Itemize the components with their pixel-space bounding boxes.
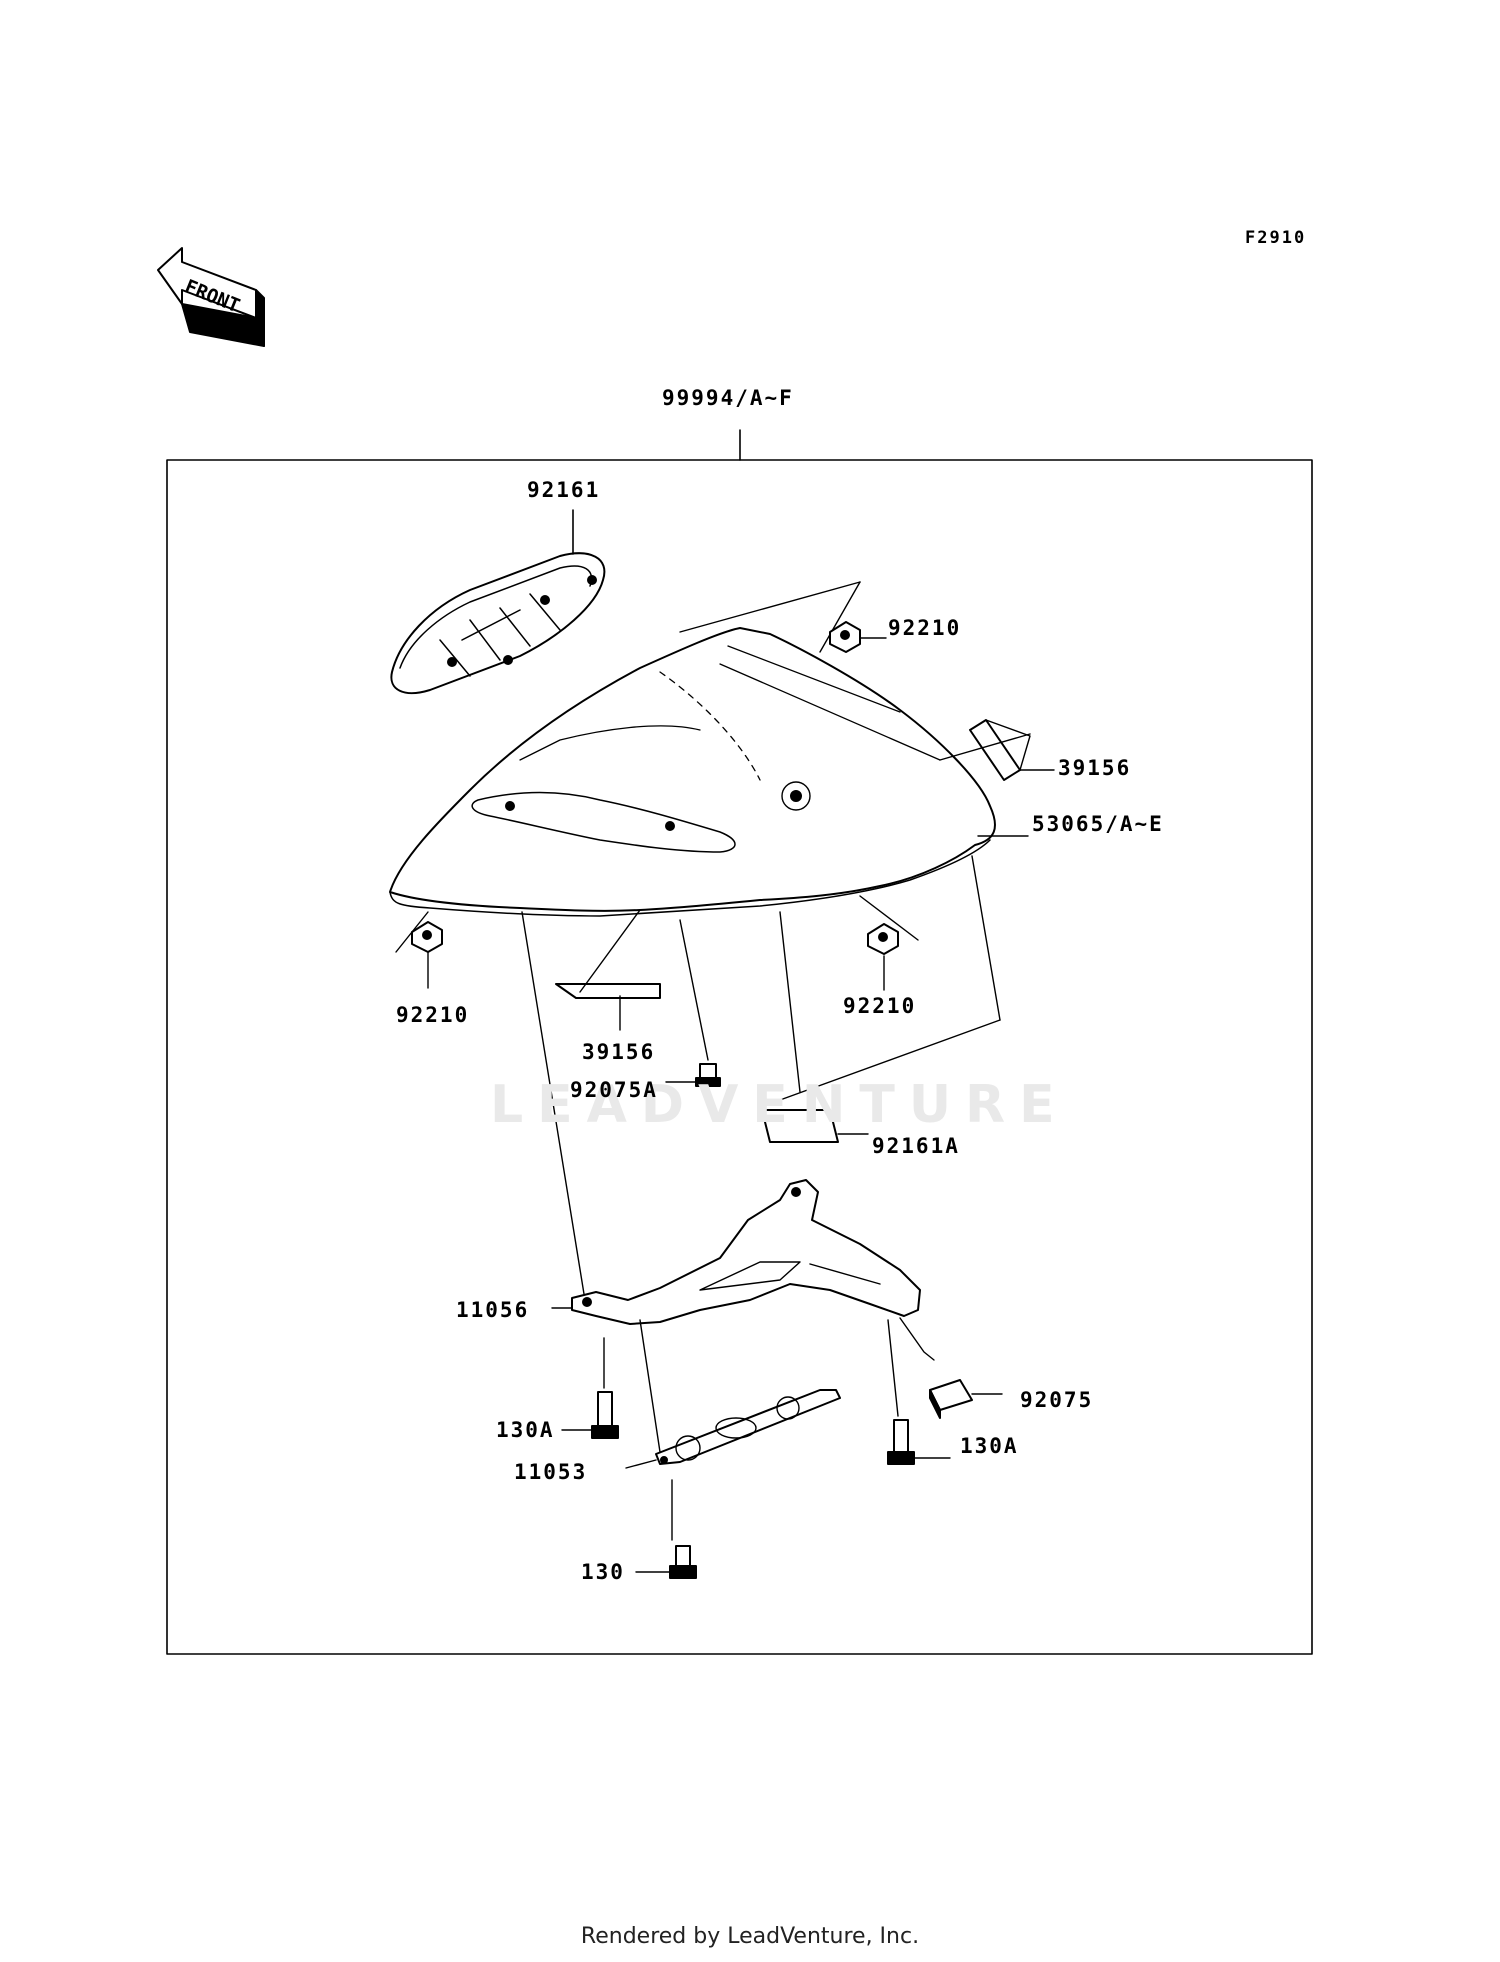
rubber-part-39156-right	[939, 719, 1055, 781]
plate-part-11053	[625, 1319, 841, 1469]
part-label-11056[interactable]: 11056	[456, 1298, 530, 1322]
bracket-part-11056	[521, 911, 935, 1361]
assembly-label: 99994/A~F	[662, 386, 794, 410]
pad-part-92161A	[761, 855, 1001, 1143]
bolt-part-130	[635, 1479, 697, 1579]
damper-part-92075	[929, 1379, 1003, 1419]
damper-part-92075A	[665, 919, 721, 1087]
nut-part-92210-left	[395, 911, 443, 989]
part-label-39156-right[interactable]: 39156	[1058, 756, 1132, 780]
part-label-92075A[interactable]: 92075A	[570, 1078, 658, 1102]
diagram-code: F2910	[1245, 228, 1307, 248]
part-label-130A-left[interactable]: 130A	[496, 1418, 555, 1442]
bolt-part-130A-right	[887, 1319, 951, 1465]
part-label-130A-right[interactable]: 130A	[960, 1434, 1019, 1458]
part-label-92075[interactable]: 92075	[1020, 1388, 1094, 1412]
seat-cover-part-53065	[389, 581, 1029, 917]
part-label-11053[interactable]: 11053	[514, 1460, 588, 1484]
part-label-92161A[interactable]: 92161A	[872, 1134, 960, 1158]
part-label-92161[interactable]: 92161	[527, 478, 601, 502]
part-label-92210-left[interactable]: 92210	[396, 1003, 470, 1027]
front-arrow-icon: FRONT	[157, 247, 265, 347]
part-label-39156-center[interactable]: 39156	[582, 1040, 656, 1064]
part-label-92210-top[interactable]: 92210	[888, 616, 962, 640]
footer-credit: Rendered by LeadVenture, Inc.	[580, 1924, 920, 1949]
watermark: LEADVENTURE	[490, 1075, 1069, 1135]
part-label-92210-right[interactable]: 92210	[843, 994, 917, 1018]
nut-part-92210-right	[859, 895, 919, 991]
rubber-part-39156-center	[555, 909, 661, 1031]
bolt-part-130A-left	[561, 1337, 619, 1439]
emblem-part-92161	[390, 509, 606, 695]
part-label-53065[interactable]: 53065/A~E	[1032, 812, 1164, 836]
nut-part-92210-top	[829, 621, 887, 653]
part-label-130[interactable]: 130	[581, 1560, 625, 1584]
